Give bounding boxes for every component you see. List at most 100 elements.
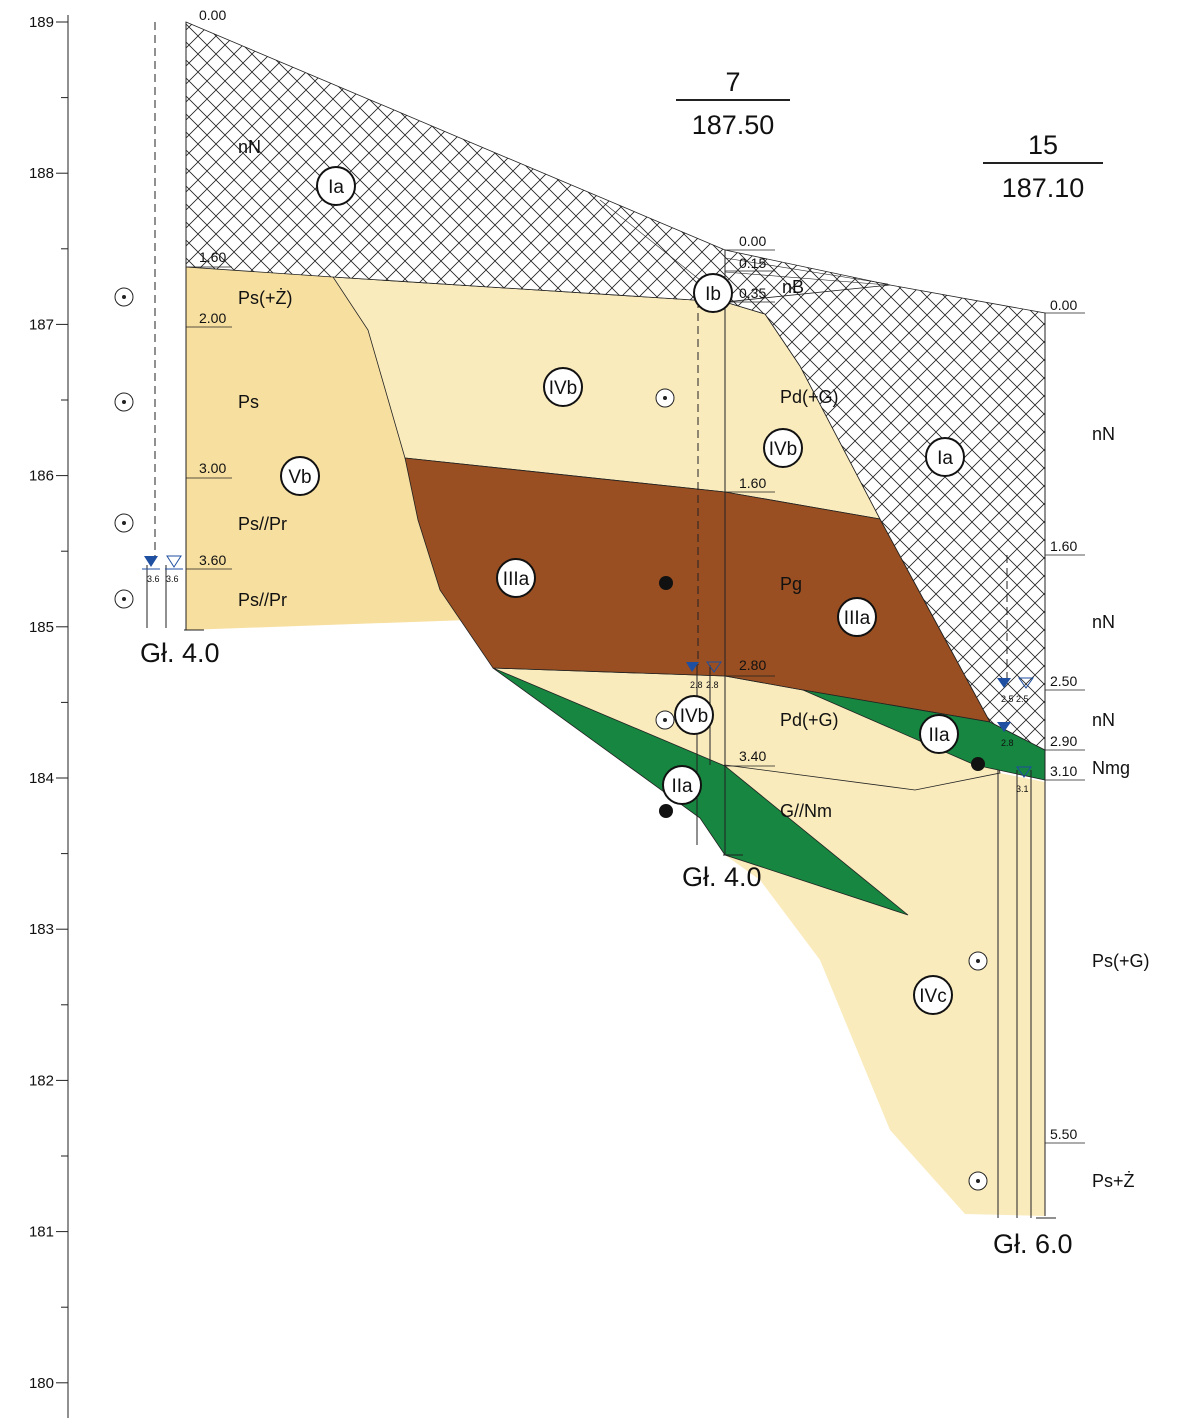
depth-label: 2.50 bbox=[1050, 673, 1077, 689]
soil-label: Ps//Pr bbox=[238, 590, 287, 610]
groundwater-marker-filled bbox=[686, 662, 699, 672]
borehole-number: 15 bbox=[1028, 130, 1058, 160]
sample-undisturbed-icon bbox=[659, 576, 673, 590]
soil-label: nN bbox=[238, 137, 261, 157]
sample-disturbed-icon bbox=[655, 388, 675, 408]
layer-marker-label: IVb bbox=[549, 378, 578, 399]
water-depth-label: 2.8 bbox=[706, 680, 719, 690]
layer-marker-label: IIIa bbox=[844, 608, 871, 629]
layer-marker-label: Ia bbox=[328, 177, 344, 198]
soil-label: Ps(+Ż) bbox=[238, 288, 293, 308]
depth-label: 1.60 bbox=[199, 249, 226, 265]
depth-label: 3.10 bbox=[1050, 763, 1077, 779]
elevation-axis: 189 188 187 186 185 184 183 182 181 180 bbox=[29, 14, 69, 1418]
sample-disturbed-icon bbox=[114, 287, 134, 307]
water-depth-label: 3.1 bbox=[1016, 784, 1029, 794]
borehole-15: 15 187.10 0.00 1.60 2.50 2.90 3.10 5.50 … bbox=[993, 130, 1150, 1259]
layer-marker-label: Vb bbox=[288, 467, 311, 488]
groundwater-marker-open bbox=[1018, 677, 1034, 689]
water-depth-label: 2.8 bbox=[1001, 738, 1014, 748]
axis-tick-label: 184 bbox=[29, 770, 54, 787]
axis-tick-label: 188 bbox=[29, 165, 54, 182]
sample-disturbed-icon bbox=[114, 589, 134, 609]
depth-label: 1.60 bbox=[739, 475, 766, 491]
layer-sand-ps-lower-right bbox=[700, 765, 1045, 1216]
soil-label: Nmg bbox=[1092, 758, 1130, 778]
depth-label: 1.60 bbox=[1050, 538, 1077, 554]
groundwater-marker-filled bbox=[142, 556, 160, 570]
water-depth-label: 2.5 bbox=[1001, 694, 1014, 704]
groundwater-marker-filled bbox=[997, 678, 1011, 688]
sample-disturbed-icon bbox=[655, 710, 675, 730]
sample-undisturbed-icon bbox=[971, 757, 985, 771]
borehole-elevation: 187.50 bbox=[692, 110, 775, 140]
soil-label: G//Nm bbox=[780, 801, 832, 821]
layer-sand-ps-left bbox=[186, 267, 468, 630]
axis-tick-label: 185 bbox=[29, 619, 54, 636]
water-depth-label: 3.6 bbox=[147, 574, 160, 584]
water-depth-label: 2.8 bbox=[690, 680, 703, 690]
final-depth-label: Gł. 4.0 bbox=[682, 862, 762, 892]
axis-tick-label: 182 bbox=[29, 1072, 54, 1089]
soil-label: Ps+Ż bbox=[1092, 1171, 1135, 1191]
depth-label: 0.00 bbox=[1050, 297, 1077, 313]
soil-label: Ps bbox=[238, 392, 259, 412]
depth-label: 2.00 bbox=[199, 310, 226, 326]
sample-markers bbox=[114, 287, 988, 1191]
borehole-7: 7 187.50 0.00 0.15 0.35 1.60 2.80 3.40 2… bbox=[682, 67, 839, 892]
layer-marker-label: IIa bbox=[928, 725, 950, 746]
axis-tick-label: 186 bbox=[29, 468, 54, 485]
soil-label: nN bbox=[1092, 710, 1115, 730]
axis-tick-label: 180 bbox=[29, 1375, 54, 1392]
soil-label: nN bbox=[1092, 424, 1115, 444]
water-depth-label: 3.6 bbox=[166, 574, 179, 584]
layer-marker-label: Ib bbox=[705, 284, 721, 305]
depth-leaders bbox=[186, 249, 1085, 1144]
layer-marker-label: Ia bbox=[937, 448, 953, 469]
soil-label: nB bbox=[782, 277, 804, 297]
soil-label: Ps//Pr bbox=[238, 514, 287, 534]
water-depth-label: 2.5 bbox=[1016, 694, 1029, 704]
layer-marker-label: IVc bbox=[919, 986, 946, 1007]
borehole-number: 7 bbox=[725, 67, 740, 97]
soil-label: Pg bbox=[780, 574, 802, 594]
depth-label: 2.90 bbox=[1050, 733, 1077, 749]
layer-marker-label: IVb bbox=[680, 706, 709, 727]
borehole-elevation: 187.10 bbox=[1002, 173, 1085, 203]
soil-label: Pd(+G) bbox=[780, 710, 839, 730]
groundwater-marker-open bbox=[165, 555, 183, 570]
soil-label: Ps(+G) bbox=[1092, 951, 1150, 971]
depth-label: 5.50 bbox=[1050, 1126, 1077, 1142]
layer-marker-label: IIIa bbox=[503, 569, 530, 590]
final-depth-label: Gł. 4.0 bbox=[140, 638, 220, 668]
axis-tick-label: 189 bbox=[29, 14, 54, 31]
depth-label: 3.40 bbox=[739, 748, 766, 764]
axis-tick-label: 181 bbox=[29, 1224, 54, 1241]
sample-disturbed-icon bbox=[114, 513, 134, 533]
axis-tick-label: 183 bbox=[29, 921, 54, 938]
axis-tick-label: 187 bbox=[29, 316, 54, 333]
layer-marker-labels: Ia Vb IVb Ib IVb Ia IIIa IIIa IVb IIa II… bbox=[288, 177, 953, 1007]
soil-label: nN bbox=[1092, 612, 1115, 632]
depth-label: 0.15 bbox=[739, 255, 766, 271]
borehole-1: 0.00 1.60 2.00 3.00 3.60 3.6 3.6 Gł. 4.0… bbox=[140, 7, 293, 668]
groundwater-marker-open bbox=[1016, 766, 1032, 778]
depth-label: 3.00 bbox=[199, 460, 226, 476]
final-depth-label: Gł. 6.0 bbox=[993, 1229, 1073, 1259]
layer-marker-label: IVb bbox=[769, 439, 798, 460]
layers bbox=[185, 21, 1046, 1216]
layer-marker-label: IIa bbox=[671, 776, 693, 797]
layer-marker-circles bbox=[280, 166, 965, 1015]
depth-label: 3.60 bbox=[199, 552, 226, 568]
soil-label: Pd(+G) bbox=[780, 387, 839, 407]
groundwater-marker-filled bbox=[997, 722, 1011, 732]
depth-label: 2.80 bbox=[739, 657, 766, 673]
depth-label: 0.35 bbox=[739, 285, 766, 301]
sample-undisturbed-icon bbox=[659, 804, 673, 818]
groundwater-marker-open bbox=[706, 661, 722, 673]
sample-disturbed-icon bbox=[968, 1171, 988, 1191]
borehole-columns bbox=[146, 22, 1103, 1219]
sample-disturbed-icon bbox=[968, 951, 988, 971]
